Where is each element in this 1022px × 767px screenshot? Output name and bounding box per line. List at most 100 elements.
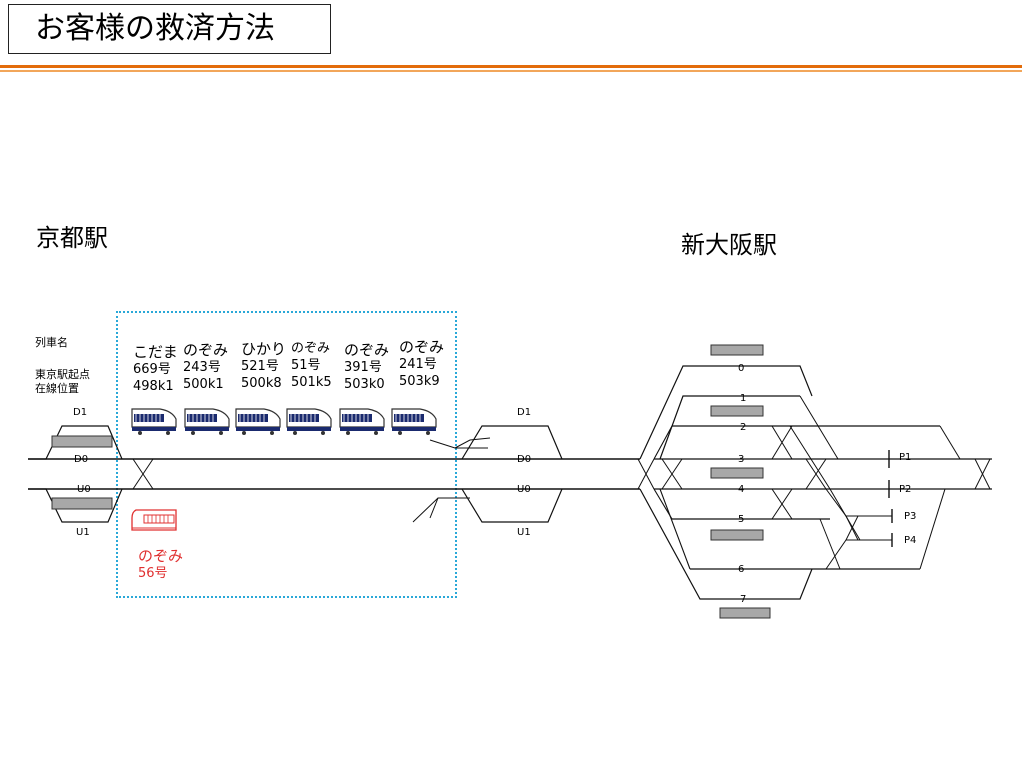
mid-crossover bbox=[637, 458, 655, 490]
osaka-label-4: 4 bbox=[738, 484, 744, 495]
train-position: 503k0 bbox=[344, 377, 385, 392]
middle-track-u1 bbox=[461, 488, 563, 523]
kyoto-label-d1: D1 bbox=[73, 407, 87, 418]
osaka-label-p4: P4 bbox=[904, 535, 916, 546]
kyoto-station-tracks: D1 D0 U0 U1 bbox=[28, 407, 640, 538]
train-name: のぞみ bbox=[291, 341, 331, 356]
osaka-track-7 bbox=[639, 488, 813, 600]
osaka-switch bbox=[939, 425, 961, 460]
rescue-train-label: のぞみ 56号 bbox=[138, 548, 183, 582]
osaka-platform bbox=[719, 607, 771, 619]
train-position: 500k8 bbox=[241, 376, 282, 391]
siding-stub bbox=[429, 497, 439, 519]
osaka-switch bbox=[653, 425, 673, 460]
header-rule-secondary bbox=[0, 70, 1022, 72]
shinkansen-train-icon bbox=[184, 408, 230, 436]
kyoto-platform-upper bbox=[51, 435, 113, 448]
shin-osaka-station-tracks: 0 1 2 3 4 5 6 7 P1 P2 P3 P4 bbox=[639, 344, 992, 619]
mid-label-d0: D0 bbox=[517, 454, 531, 465]
kyoto-track-u1 bbox=[28, 488, 123, 523]
osaka-label-6: 6 bbox=[738, 564, 744, 575]
osaka-label-1: 1 bbox=[740, 393, 746, 404]
osaka-platform bbox=[710, 467, 764, 479]
train-name: のぞみ bbox=[399, 338, 445, 356]
osaka-platform bbox=[710, 405, 764, 417]
osaka-platform bbox=[710, 344, 764, 356]
osaka-label-2: 2 bbox=[740, 422, 746, 433]
siding-stub bbox=[412, 497, 470, 523]
train-label: ひかり 521号 500k8 bbox=[241, 341, 286, 392]
stopped-trains bbox=[131, 408, 437, 436]
osaka-track-1 bbox=[659, 395, 800, 460]
station-shin-osaka: 新大阪駅 bbox=[681, 231, 777, 259]
rescue-train-number: 56号 bbox=[138, 566, 168, 581]
legend-train-name: 列車名 bbox=[35, 336, 68, 349]
legend-position-line1: 東京駅起点 bbox=[35, 368, 90, 381]
middle-track-d1 bbox=[461, 425, 563, 460]
page-title: お客様の救済方法 bbox=[8, 4, 331, 54]
train-position: 503k9 bbox=[399, 374, 440, 389]
osaka-label-p3: P3 bbox=[904, 511, 916, 522]
rescue-train-icon bbox=[131, 509, 177, 531]
shinkansen-train-icon bbox=[235, 408, 281, 436]
mid-label-u1: U1 bbox=[517, 527, 531, 538]
osaka-label-3: 3 bbox=[738, 454, 744, 465]
train-position: 500k1 bbox=[183, 377, 224, 392]
osaka-crossover bbox=[845, 515, 859, 541]
train-label: のぞみ 241号 503k9 bbox=[399, 339, 444, 390]
train-position: 498k1 bbox=[133, 379, 174, 394]
kyoto-label-d0: D0 bbox=[74, 454, 88, 465]
osaka-switch bbox=[919, 488, 946, 570]
kyoto-track-d1 bbox=[28, 425, 123, 460]
kyoto-platform-lower bbox=[51, 497, 113, 510]
osaka-track-0 bbox=[639, 365, 813, 460]
train-label: のぞみ 51号 501k5 bbox=[291, 340, 332, 391]
train-label: のぞみ 391号 503k0 bbox=[344, 342, 389, 393]
train-number: 241号 bbox=[399, 357, 437, 372]
train-number: 391号 bbox=[344, 360, 382, 375]
train-position: 501k5 bbox=[291, 375, 332, 390]
legend-position-line2: 在線位置 bbox=[35, 382, 79, 395]
header-rule bbox=[0, 65, 1022, 68]
train-label: こだま 669号 498k1 bbox=[133, 344, 178, 395]
train-name: のぞみ bbox=[183, 341, 229, 359]
train-number: 521号 bbox=[241, 359, 279, 374]
osaka-label-0: 0 bbox=[738, 363, 744, 374]
osaka-label-7: 7 bbox=[740, 594, 746, 605]
osaka-switch bbox=[799, 395, 839, 460]
kyoto-crossover bbox=[132, 458, 154, 490]
osaka-crossover bbox=[661, 458, 683, 490]
osaka-crossover bbox=[771, 488, 793, 520]
stopped-trains-area bbox=[116, 311, 457, 598]
osaka-track-p4 bbox=[825, 539, 892, 570]
siding-stub bbox=[429, 439, 488, 449]
siding-stub bbox=[454, 437, 491, 449]
osaka-platform bbox=[710, 529, 764, 541]
train-label: のぞみ 243号 500k1 bbox=[183, 342, 228, 393]
osaka-label-p1: P1 bbox=[899, 452, 911, 463]
train-number: 51号 bbox=[291, 358, 321, 373]
mid-label-u0: U0 bbox=[517, 484, 531, 495]
kyoto-label-u0: U0 bbox=[77, 484, 91, 495]
osaka-crossover bbox=[974, 458, 991, 490]
train-name: ひかり bbox=[241, 340, 287, 358]
shinkansen-train-icon bbox=[131, 408, 177, 436]
kyoto-label-u1: U1 bbox=[76, 527, 90, 538]
train-number: 669号 bbox=[133, 362, 171, 377]
train-name: こだま bbox=[133, 343, 178, 361]
osaka-label-5: 5 bbox=[738, 514, 744, 525]
train-number: 243号 bbox=[183, 360, 221, 375]
osaka-label-p2: P2 bbox=[899, 484, 911, 495]
rescue-train-name: のぞみ bbox=[138, 547, 184, 565]
shinkansen-train-icon bbox=[391, 408, 437, 436]
osaka-switch bbox=[659, 488, 691, 570]
shinkansen-train-icon bbox=[339, 408, 385, 436]
osaka-switch bbox=[819, 518, 841, 570]
osaka-crossover bbox=[771, 425, 793, 460]
train-name: のぞみ bbox=[344, 341, 390, 359]
mid-label-d1: D1 bbox=[517, 407, 531, 418]
osaka-track-p3 bbox=[825, 488, 892, 517]
shinkansen-train-icon bbox=[286, 408, 332, 436]
middle-tracks: D1 D0 U0 U1 bbox=[412, 407, 655, 538]
station-kyoto: 京都駅 bbox=[36, 224, 108, 252]
